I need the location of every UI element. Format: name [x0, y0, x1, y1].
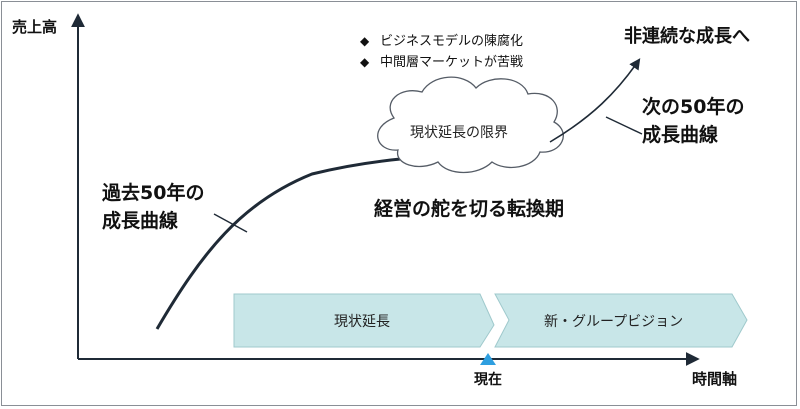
next-growth-curve: [549, 58, 641, 143]
discontinuous-growth-label: 非連続な成長へ: [624, 25, 750, 47]
now-marker-triangle: [480, 353, 496, 365]
next-curve-label-line1: 次の50年の: [642, 95, 744, 118]
now-label: 現在: [474, 371, 502, 388]
phase-bar-new: [494, 293, 748, 348]
limit-cloud: [377, 76, 564, 174]
past-label-leader: [213, 213, 248, 233]
next-label-leader: [605, 116, 643, 135]
bullet-item-2: 中間層マーケットが苦戦: [380, 54, 523, 70]
phase-current-label: 現状延長: [334, 314, 390, 330]
past-curve-label-line2: 成長曲線: [102, 209, 178, 232]
bullet-diamond-1: ◆: [360, 34, 370, 48]
x-axis-label: 時間軸: [692, 370, 737, 388]
next-curve-label-line2: 成長曲線: [642, 123, 718, 146]
bullet-item-1: ビジネスモデルの陳腐化: [380, 33, 523, 49]
cloud-label: 現状延長の限界: [410, 125, 508, 141]
phase-bar-current: [233, 293, 495, 348]
phase-new-label: 新・グループビジョン: [544, 314, 683, 330]
turning-point-label: 経営の舵を切る転換期: [374, 197, 564, 220]
bullet-diamond-2: ◆: [360, 55, 370, 69]
y-axis-label: 売上高: [12, 18, 57, 36]
past-curve-label-line1: 過去50年の: [102, 181, 204, 204]
